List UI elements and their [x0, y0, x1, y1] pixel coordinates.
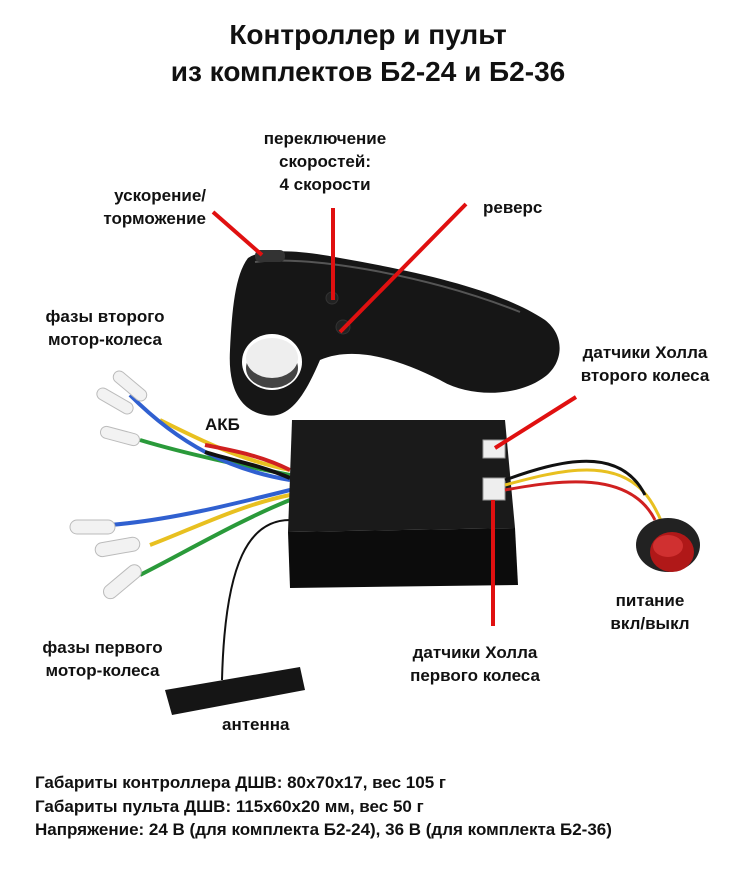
label-line: мотор-колеса — [45, 661, 160, 680]
label-phases-first: фазы первого мотор-колеса — [20, 636, 185, 682]
phase-connectors — [69, 370, 148, 600]
label-line: первого колеса — [410, 666, 540, 685]
hall-connector-first — [482, 477, 506, 501]
label-line: торможение — [103, 209, 206, 228]
phase-wires — [109, 393, 291, 681]
spec-remote-size: Габариты пульта ДШВ: 115x60x20 мм, вес 5… — [35, 796, 424, 816]
label-battery: АКБ — [205, 415, 240, 434]
label-line: вкл/выкл — [610, 614, 690, 633]
leader-lines — [211, 202, 578, 626]
label-antenna: антенна — [222, 715, 290, 734]
label-speed-switch: переключение скоростей: 4 скорости — [245, 127, 405, 196]
label-line: скоростей: — [278, 152, 371, 171]
label-line: фазы второго — [45, 307, 165, 326]
label-hall-second: датчики Холла второго колеса — [565, 341, 725, 387]
antenna-strip — [165, 667, 305, 715]
label-throttle: ускорение/ торможение — [60, 184, 206, 230]
label-phases-second: фазы второго мотор-колеса — [20, 305, 190, 351]
title-line-1: Контроллер и пульт — [229, 19, 507, 50]
specs: Габариты контроллера ДШВ: 80x70x17, вес … — [35, 771, 612, 842]
label-line: датчики Холла — [582, 343, 708, 362]
label-reverse: реверс — [483, 198, 543, 217]
label-line: второго колеса — [580, 366, 710, 385]
label-line: питание — [615, 591, 685, 610]
label-line: датчики Холла — [412, 643, 538, 662]
label-line: фазы первого — [42, 638, 163, 657]
page-title: Контроллер и пульт из комплектов Б2-24 и… — [0, 16, 736, 90]
label-hall-first: датчики Холла первого колеса — [395, 641, 555, 687]
label-power: питание вкл/выкл — [590, 589, 710, 635]
label-line: переключение — [263, 129, 387, 148]
controller-box — [288, 420, 518, 588]
title-line-2: из комплектов Б2-24 и Б2-36 — [170, 56, 566, 87]
label-line: 4 скорости — [279, 175, 371, 194]
power-button — [636, 518, 700, 572]
spec-voltage: Напряжение: 24 В (для комплекта Б2-24), … — [35, 820, 612, 839]
spec-controller-size: Габариты контроллера ДШВ: 80x70x17, вес … — [35, 773, 446, 792]
label-line: ускорение/ — [114, 186, 206, 205]
label-line: мотор-колеса — [47, 330, 162, 349]
